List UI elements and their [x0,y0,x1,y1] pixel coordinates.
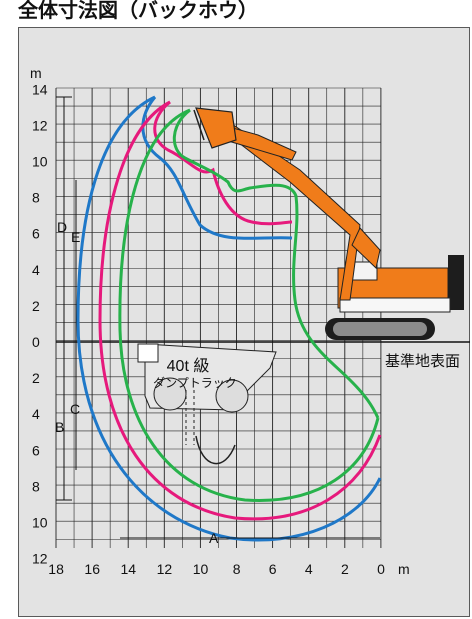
reach-envelope-middle [98,100,382,521]
dim-label-B: B [55,419,64,435]
y-tick-label: 8 [32,478,40,494]
x-tick-label: 18 [48,561,64,577]
y-tick-label: 14 [32,81,48,97]
y-tick-label: 12 [32,117,48,133]
reach-envelope-outer [76,95,382,542]
dump-truck-illustration [137,343,277,413]
x-tick-label: 14 [121,561,137,577]
x-tick-label: 6 [269,561,277,577]
page-title: 全体寸法図（バックホウ） [18,0,258,22]
x-tick-label: 12 [157,561,173,577]
y-tick-label: 6 [32,442,40,458]
excavator [193,107,464,340]
x-tick-label: 4 [305,561,313,577]
x-tick-label: 8 [233,561,241,577]
reach-envelope-inner-top [172,108,380,419]
y-tick-label: 4 [32,406,40,422]
y-tick-label: 10 [32,154,48,170]
y-axis-ticks: 14 12 10 8 6 4 2 0 2 4 6 8 10 12 [32,81,48,566]
truck-label-line2: ダンプトラック [153,375,237,390]
y-axis-unit: m [30,65,42,81]
x-axis-unit: m [398,561,410,577]
dimension-lines [56,96,380,539]
x-tick-label: 10 [193,561,209,577]
digging-bucket-illustration [185,390,236,465]
y-tick-label: 12 [32,551,48,567]
x-tick-label: 0 [377,561,385,577]
truck-label-line1: 40t 級 [167,357,210,375]
y-tick-label: 2 [32,370,40,386]
x-tick-label: 2 [341,561,349,577]
ground-label: 基準地表面 [385,352,460,370]
y-tick-label: 10 [32,515,48,531]
dim-label-C: C [70,401,80,417]
y-tick-label: 6 [32,226,40,242]
dim-label-D: D [57,219,67,235]
reach-envelope-inner [118,108,380,502]
x-axis-ticks: 18 16 14 12 10 8 6 4 2 0 [48,561,385,577]
x-tick-label: 16 [84,561,100,577]
reach-envelope-outer-top [141,96,293,240]
y-tick-label: 0 [32,334,40,350]
dim-label-A: A [209,530,219,546]
y-tick-label: 4 [32,262,40,278]
dim-label-E: E [71,229,80,245]
y-tick-label: 8 [32,190,40,206]
reach-envelope-middle-top [153,100,293,226]
y-tick-label: 2 [32,298,40,314]
